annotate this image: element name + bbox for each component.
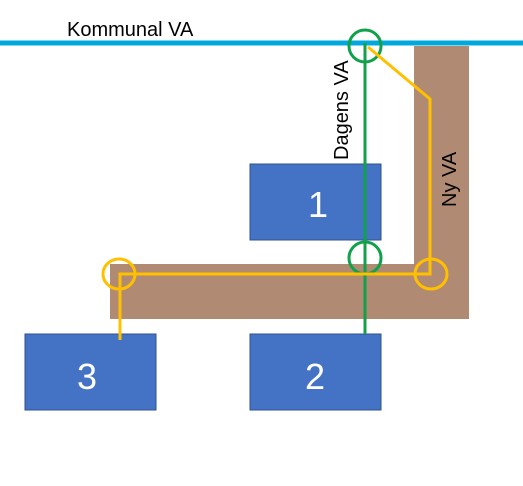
new-connection-corner [413,257,449,291]
new-pipe [118,45,432,340]
building-1: 1 [249,163,382,241]
main-line-label: Kommunal VA [67,19,194,41]
building-2-label: 2 [305,356,325,397]
current-connection-top [347,28,383,64]
building-3-label: 3 [77,356,97,397]
building-3: 3 [24,333,157,411]
new-connection-building-3 [101,257,137,291]
building-1-label: 1 [308,184,328,225]
building-2: 2 [249,333,382,411]
new-pipe-label: Ny VA [439,151,461,207]
current-pipe-label: Dagens VA [331,60,353,160]
